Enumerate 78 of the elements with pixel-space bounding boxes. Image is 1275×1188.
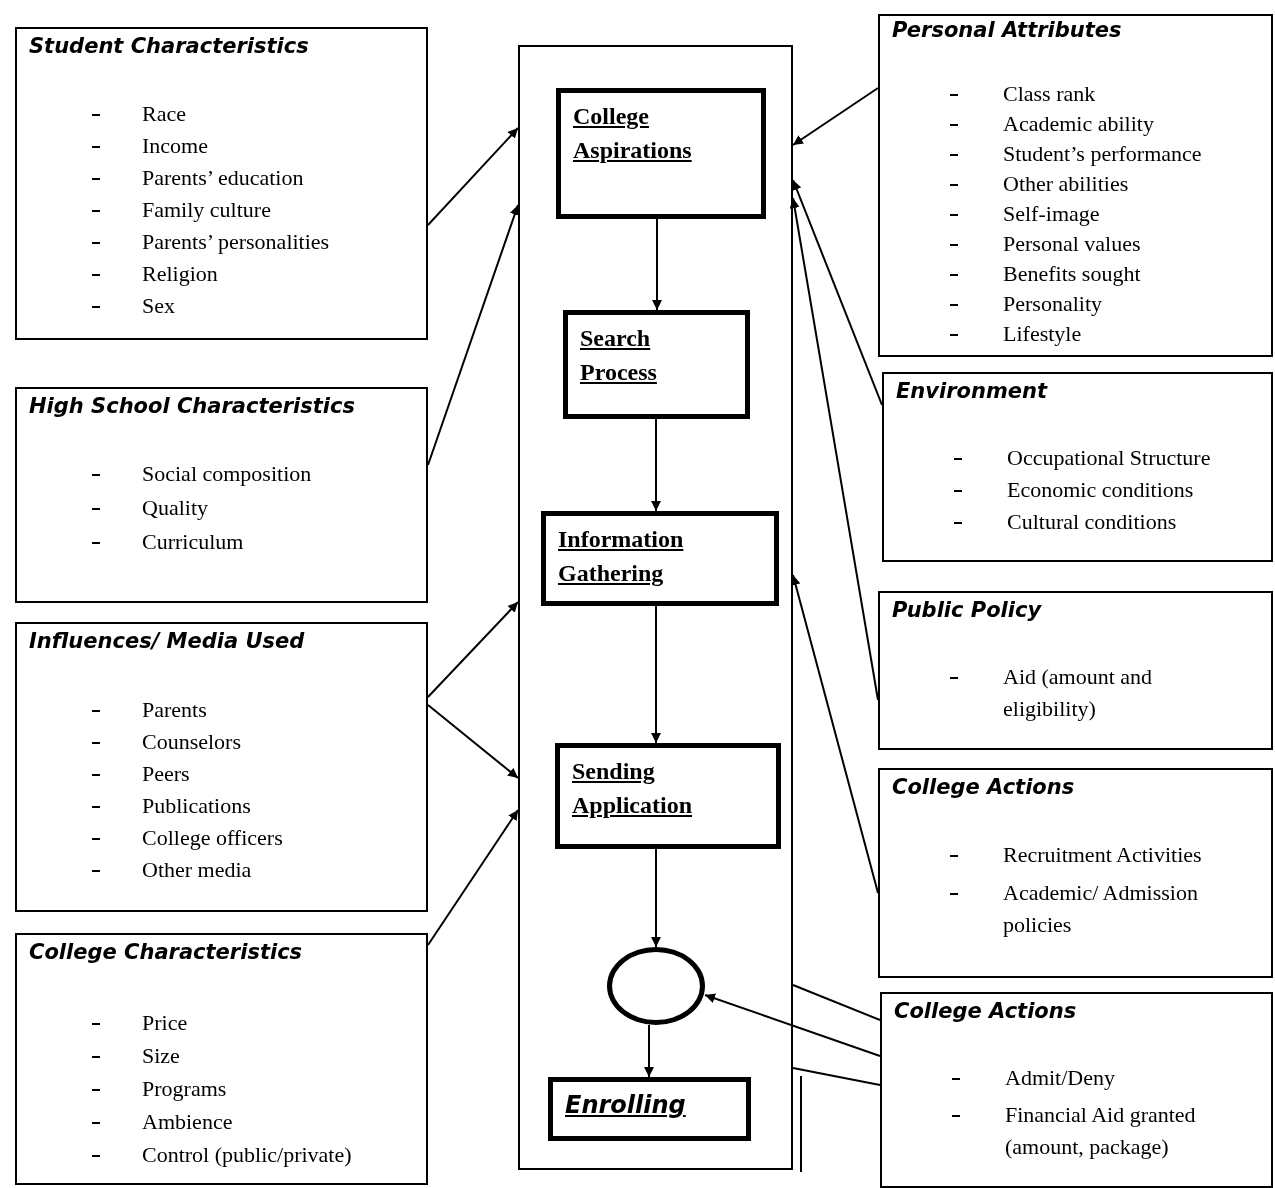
factor-box [878,768,1273,978]
arrow [792,87,879,146]
list-item: College officers [142,824,284,852]
list-item: Personal values [1003,230,1142,258]
process-box: Information Gathering [541,511,779,606]
list-item: Price [142,1009,189,1037]
list-item: Peers [142,760,191,788]
arrow [427,809,519,946]
arrow [651,605,661,744]
arrow [644,1024,654,1078]
box-heading: Personal Attributes [892,18,1122,42]
box-heading: Environment [896,379,1048,403]
arrow [792,179,883,406]
list-item: Publications [142,792,252,820]
factor-box [880,992,1273,1188]
factor-box [15,933,428,1185]
list-item: Benefits sought [1003,260,1142,288]
factor-box [882,372,1273,562]
list-item: Student’s performance [1003,140,1203,168]
list-item: Admit/Deny [1005,1064,1116,1092]
list-item: Size [142,1042,181,1070]
list-item: Parents [142,696,208,724]
arrow [651,418,661,512]
list-item: Income [142,132,209,160]
circle [607,947,705,1025]
arrow [651,848,661,948]
list-item: Personality [1003,290,1103,318]
list-item: Occupational Structure [1007,444,1212,472]
list-item: Financial Aid granted (amount, package) [1005,1101,1197,1161]
list-item: Parents’ personalities [142,228,331,256]
arrow [652,218,662,311]
list-item: Parents’ education [142,164,305,192]
list-item: Control (public/private) [142,1141,353,1169]
arrow [789,197,879,701]
list-item: Programs [142,1075,228,1103]
list-item: Cultural conditions [1007,508,1178,536]
list-item: Sex [142,292,176,320]
arrow [427,204,520,466]
list-item: Class rank [1003,80,1097,108]
factor-box [878,14,1273,357]
list-item: Family culture [142,196,272,224]
frame-box [518,45,793,1170]
factor-box [878,591,1273,750]
arrow [427,601,519,698]
process-box: Enrolling [548,1077,751,1141]
process-box: College Aspirations [556,88,766,219]
process-box: Sending Application [555,743,781,849]
list-item: Recruitment Activities [1003,841,1203,869]
list-item: Religion [142,260,219,288]
process-box: Search Process [563,310,750,419]
factor-box [15,622,428,912]
arrow [427,127,519,226]
box-heading: Public Policy [892,598,1042,622]
list-item: Social composition [142,460,313,488]
factor-box [15,387,428,603]
list-item: Other abilities [1003,170,1130,198]
box-heading: College Actions [892,775,1075,799]
box-heading: High School Characteristics [29,394,355,418]
list-item: Aid (amount and eligibility) [1003,663,1154,723]
arrow [427,704,519,779]
box-heading: Student Characteristics [29,34,309,58]
factor-box [15,27,428,340]
arrow [704,993,881,1057]
list-item: Economic conditions [1007,476,1195,504]
list-item: Race [142,100,187,128]
list-item: Self-image [1003,200,1101,228]
list-item: Other media [142,856,253,884]
list-item: Academic ability [1003,110,1155,138]
list-item: Counselors [142,728,242,756]
box-heading: Influences/ Media Used [29,629,305,653]
box-heading: College Characteristics [29,940,303,964]
list-item: Academic/ Admission policies [1003,879,1199,939]
arrow [790,574,879,894]
list-item: Quality [142,494,209,522]
list-item: Ambience [142,1108,234,1136]
list-item: Curriculum [142,528,245,556]
box-heading: College Actions [894,999,1077,1023]
list-item: Lifestyle [1003,320,1083,348]
